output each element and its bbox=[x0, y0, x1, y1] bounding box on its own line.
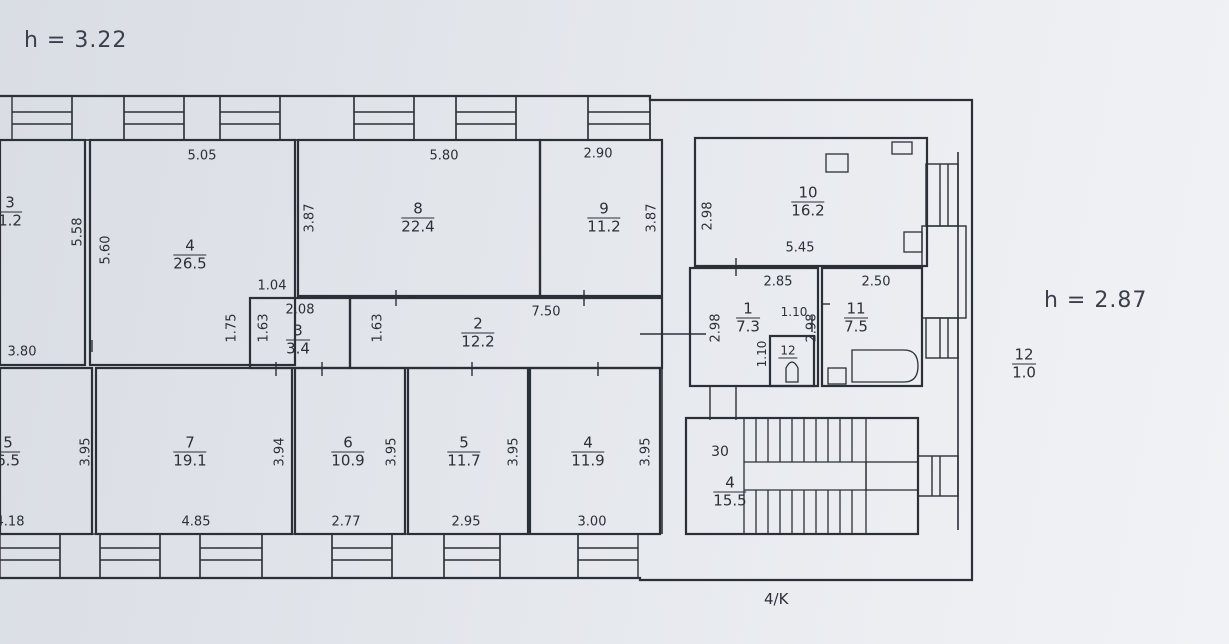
dimension-label: 1.63 bbox=[256, 313, 272, 343]
dimension-label: 7.50 bbox=[531, 304, 561, 320]
room-1 bbox=[688, 266, 820, 388]
dimension-label: 3.95 bbox=[638, 437, 654, 467]
dimension-label: 3.00 bbox=[577, 514, 607, 530]
dimension-label: 2.98 bbox=[804, 313, 820, 343]
dimension-label: 2.77 bbox=[331, 514, 361, 530]
dimension-label: 3.95 bbox=[506, 437, 522, 467]
room-11 bbox=[820, 266, 924, 388]
windows-bottom bbox=[0, 533, 639, 579]
dimension-label: 4.18 bbox=[0, 514, 25, 530]
dimension-label: 2.85 bbox=[763, 274, 793, 290]
room-12-wc bbox=[768, 334, 816, 388]
dimension-label: 3.87 bbox=[644, 203, 660, 233]
dimension-label: 4.85 bbox=[181, 514, 211, 530]
dimension-label: 5.45 bbox=[785, 240, 815, 256]
dimension-label: 2.98 bbox=[708, 313, 724, 343]
sink-icon bbox=[891, 141, 913, 155]
dimension-label: 1.75 bbox=[224, 313, 240, 343]
dimension-label: 1.10 bbox=[780, 305, 808, 319]
dimension-label: 3.95 bbox=[78, 437, 94, 467]
dimension-label: 5.05 bbox=[187, 148, 217, 164]
washbasin-icon bbox=[827, 367, 847, 385]
dimension-label: 2.98 bbox=[700, 201, 716, 231]
dimension-label: 3.94 bbox=[272, 437, 288, 467]
dimension-label: 1.04 bbox=[257, 278, 287, 294]
stairs bbox=[743, 418, 919, 534]
dimension-label: 5.80 bbox=[429, 148, 459, 164]
dimension-label: 3.87 bbox=[302, 203, 318, 233]
room-2 bbox=[348, 296, 664, 370]
dimension-label: 2.90 bbox=[583, 146, 613, 162]
door-marks bbox=[91, 258, 830, 420]
dimension-label: 3.95 bbox=[384, 437, 400, 467]
boiler-icon bbox=[903, 231, 923, 253]
height-annex-label: h = 2.87 bbox=[1044, 288, 1148, 313]
dimension-label: 5.58 bbox=[70, 217, 86, 247]
windows-top bbox=[11, 95, 651, 141]
windows-right bbox=[917, 163, 967, 497]
footer-label: 4/K bbox=[764, 590, 789, 608]
dimension-label: 2.50 bbox=[861, 274, 891, 290]
dimension-label: 30 bbox=[711, 444, 729, 460]
room-3-left bbox=[0, 138, 87, 367]
dimension-label: 2.08 bbox=[285, 302, 315, 318]
dimension-label: 1.10 bbox=[755, 340, 769, 368]
stove-icon bbox=[825, 153, 849, 173]
dimension-label: 3.80 bbox=[7, 344, 37, 360]
room-label: 12 bbox=[778, 343, 798, 359]
dimension-label: 5.60 bbox=[98, 235, 114, 265]
dimension-label: 1.63 bbox=[370, 313, 386, 343]
room-10 bbox=[693, 136, 929, 268]
height-main-label: h = 3.22 bbox=[24, 28, 128, 53]
dimension-label: 2.95 bbox=[451, 514, 481, 530]
toilet-icon bbox=[785, 361, 799, 383]
bathtub-icon bbox=[851, 349, 919, 383]
